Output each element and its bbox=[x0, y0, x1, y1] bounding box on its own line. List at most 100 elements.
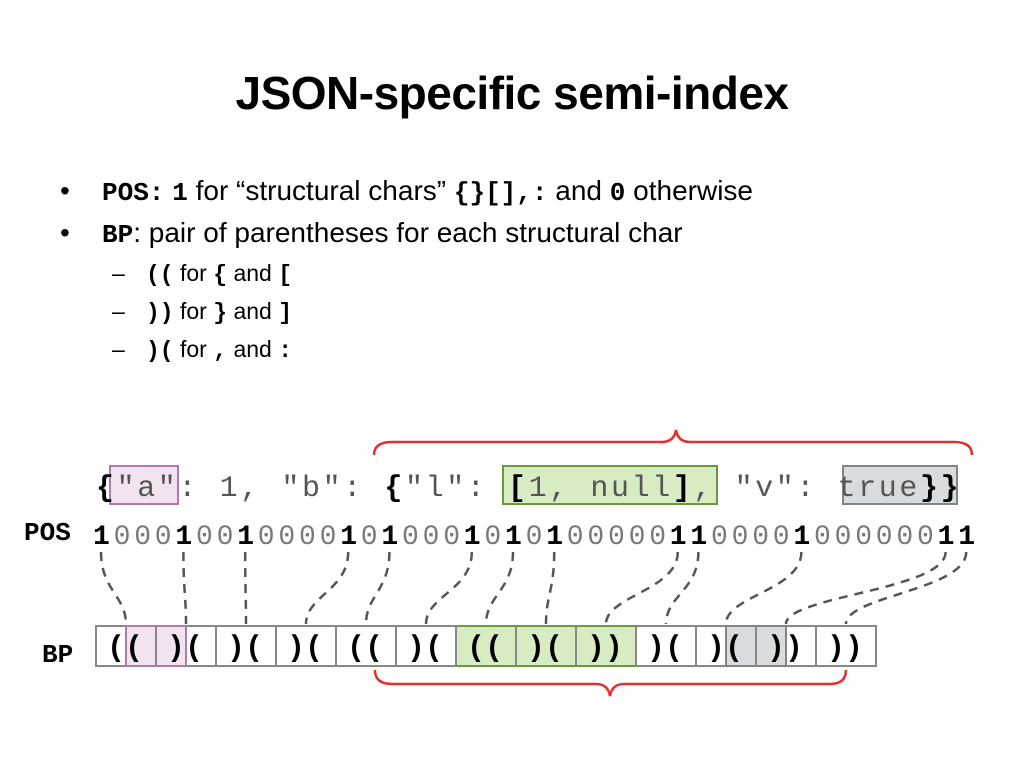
pos-bit: 1 bbox=[237, 522, 254, 553]
pos-bit: 1 bbox=[670, 522, 687, 553]
pos-text-3: otherwise bbox=[633, 175, 754, 206]
bp-cell: )) bbox=[767, 632, 803, 666]
slide-title: JSON-specific semi-index bbox=[235, 67, 789, 119]
pos-bit: 1 bbox=[690, 522, 707, 553]
mapping-line bbox=[604, 551, 680, 625]
json-char: t bbox=[838, 472, 856, 506]
mapping-lines bbox=[99, 551, 968, 625]
pos-bit: 0 bbox=[752, 522, 769, 553]
sub-bullet-dash: – bbox=[112, 260, 125, 286]
json-char: v bbox=[755, 472, 773, 506]
sub-and: and bbox=[233, 260, 272, 286]
sub-and: and bbox=[233, 336, 272, 362]
sub-char-a: } bbox=[213, 300, 228, 326]
bottom-brace bbox=[373, 669, 848, 697]
mapping-line bbox=[844, 551, 968, 625]
json-char: { bbox=[96, 472, 114, 506]
json-char: { bbox=[384, 472, 402, 506]
bp-cell: (( bbox=[347, 632, 383, 666]
pos-bit: 0 bbox=[155, 522, 172, 553]
bp-highlight-green bbox=[455, 625, 637, 667]
pos-bit: 0 bbox=[443, 522, 460, 553]
pos-bit: 0 bbox=[114, 522, 131, 553]
highlight-true bbox=[842, 465, 958, 505]
highlight-array bbox=[502, 465, 718, 505]
json-char: } bbox=[941, 472, 959, 506]
bp-row-label: BP bbox=[42, 640, 73, 670]
json-char: n bbox=[590, 472, 608, 506]
sub-char-b: [ bbox=[278, 262, 293, 288]
json-char: u bbox=[879, 472, 897, 506]
sub-for: for bbox=[180, 260, 207, 286]
bp-cell: )) bbox=[827, 632, 863, 666]
mapping-line bbox=[724, 551, 803, 625]
json-char: b bbox=[302, 472, 320, 506]
json-char: u bbox=[611, 472, 629, 506]
sub-pair: )) bbox=[146, 300, 174, 326]
pos-bit: 0 bbox=[608, 522, 625, 553]
pos-bit: 0 bbox=[629, 522, 646, 553]
pos-bit: 0 bbox=[134, 522, 151, 553]
json-char: } bbox=[920, 472, 938, 506]
pos-bit: 0 bbox=[876, 522, 893, 553]
pos-bit: 0 bbox=[814, 522, 831, 553]
bp-cell: (( bbox=[467, 632, 503, 666]
json-char: 1 bbox=[220, 472, 238, 506]
sub-char-b: : bbox=[278, 338, 293, 364]
mapping-line bbox=[784, 551, 947, 625]
pos-struct-chars: {}[],: bbox=[453, 178, 548, 208]
json-char: " bbox=[281, 472, 299, 506]
json-char: r bbox=[858, 472, 876, 506]
top-brace bbox=[372, 429, 974, 456]
json-char: : bbox=[796, 472, 814, 506]
pos-bit: 0 bbox=[361, 522, 378, 553]
pos-bit: 1 bbox=[938, 522, 955, 553]
pos-bit: 1 bbox=[958, 522, 975, 553]
sub-char-b: ] bbox=[278, 300, 293, 326]
pos-bit: 0 bbox=[526, 522, 543, 553]
pos-bit: 0 bbox=[896, 522, 913, 553]
sub-char-a: , bbox=[213, 338, 228, 364]
json-char: , bbox=[240, 472, 258, 506]
bp-text: : pair of parentheses for each structura… bbox=[133, 217, 683, 248]
mapping-line bbox=[424, 551, 474, 625]
mapping-line bbox=[182, 551, 188, 625]
pos-bit: 0 bbox=[711, 522, 728, 553]
pos-bit: 0 bbox=[587, 522, 604, 553]
pos-row-label: POS bbox=[24, 518, 71, 548]
bp-cell: (( bbox=[107, 632, 143, 666]
sub-for: for bbox=[180, 336, 207, 362]
pos-bit: 0 bbox=[732, 522, 749, 553]
pos-bit: 0 bbox=[835, 522, 852, 553]
json-char: " bbox=[117, 472, 135, 506]
pos-bit: 0 bbox=[278, 522, 295, 553]
json-char: l bbox=[652, 472, 670, 506]
bp-cell: )( bbox=[707, 632, 743, 666]
pos-bit: 1 bbox=[93, 522, 110, 553]
bp-cell: )( bbox=[407, 632, 443, 666]
pos-bit: 1 bbox=[793, 522, 810, 553]
json-char: a bbox=[137, 472, 155, 506]
json-char: " bbox=[446, 472, 464, 506]
json-char: [ bbox=[508, 472, 526, 506]
bp-cell: )( bbox=[287, 632, 323, 666]
sub-bullet-dash: – bbox=[112, 336, 125, 362]
json-char: 1 bbox=[529, 472, 547, 506]
pos-bit: 1 bbox=[505, 522, 522, 553]
pos-bit: 0 bbox=[217, 522, 234, 553]
highlight-key-a bbox=[109, 465, 179, 505]
pos-bit: 0 bbox=[567, 522, 584, 553]
sub-and: and bbox=[233, 298, 272, 324]
json-char: " bbox=[735, 472, 753, 506]
sub-for: for bbox=[180, 298, 207, 324]
json-char: l bbox=[426, 472, 444, 506]
bp-cell: )( bbox=[647, 632, 683, 666]
mapping-line bbox=[364, 551, 391, 625]
bp-key: BP bbox=[102, 220, 134, 250]
bp-cell: )) bbox=[587, 632, 623, 666]
json-char: , bbox=[693, 472, 711, 506]
json-char: : bbox=[467, 472, 485, 506]
